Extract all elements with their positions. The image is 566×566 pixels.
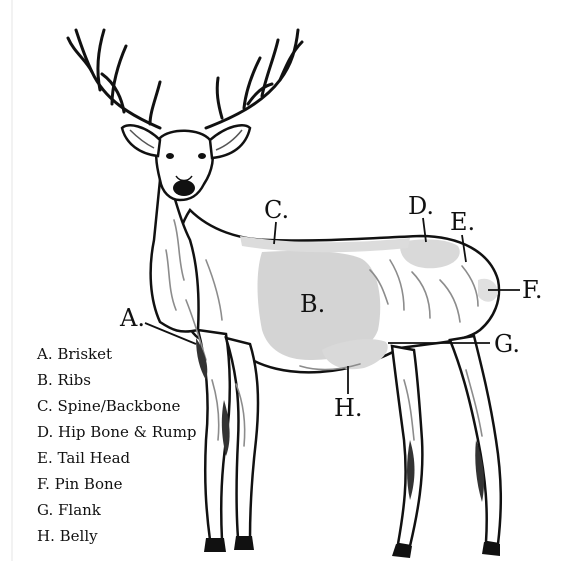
- legend-item-hip-bone: D. Hip Bone & Rump: [37, 423, 197, 441]
- deer-body: [122, 125, 501, 558]
- antlers: [68, 30, 302, 128]
- callout-a: A.: [119, 304, 145, 332]
- eye-left: [166, 153, 174, 159]
- legend: A. Brisket B. Ribs C. Spine/Backbone D. …: [36, 345, 197, 545]
- legend-item-pin-bone: F. Pin Bone: [37, 475, 123, 493]
- legend-item-ribs: B. Ribs: [37, 371, 91, 389]
- callout-c: C.: [264, 196, 289, 224]
- callout-f: F.: [522, 276, 543, 304]
- legend-item-flank: G. Flank: [37, 501, 102, 519]
- eye-right: [198, 153, 206, 159]
- legend-item-belly: H. Belly: [37, 527, 98, 545]
- callout-h: H.: [334, 394, 363, 422]
- legend-item-brisket: A. Brisket: [36, 345, 112, 363]
- callout-d: D.: [408, 192, 434, 220]
- legend-item-tail-head: E. Tail Head: [37, 449, 131, 467]
- callout-b: B.: [300, 290, 325, 318]
- legend-item-spine: C. Spine/Backbone: [37, 397, 180, 415]
- callout-e: E.: [450, 208, 475, 236]
- nose: [173, 180, 195, 196]
- callout-g: G.: [494, 330, 520, 358]
